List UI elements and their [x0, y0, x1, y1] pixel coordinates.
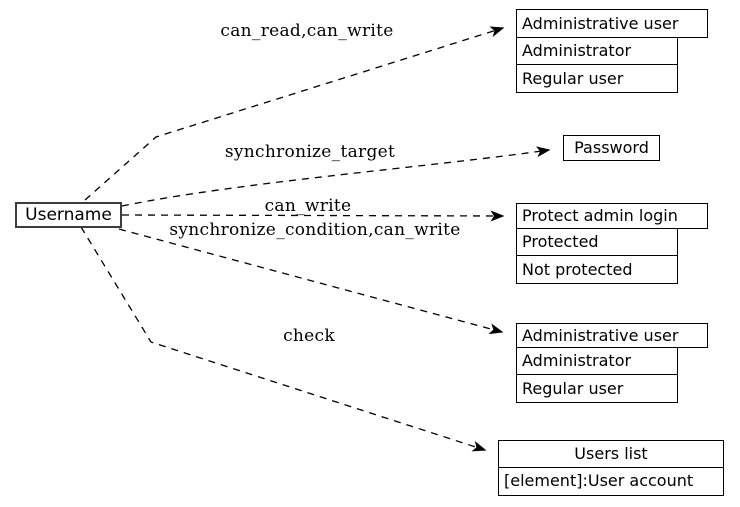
node-administrative-user-top: Administrative user Administrator Regula…	[516, 9, 708, 93]
node-row: Administrator	[516, 346, 678, 376]
node-title: Password	[563, 135, 660, 161]
edge-synchronize-target	[121, 146, 551, 207]
node-password: Password	[563, 135, 660, 161]
node-row: Not protected	[516, 255, 678, 284]
node-username: Username	[15, 202, 122, 228]
node-title: Administrative user	[516, 323, 708, 348]
edge-label-synchronize-condition-can-write: synchronize_condition,can_write	[169, 220, 461, 240]
edge-label-synchronize-target: synchronize_target	[224, 142, 396, 162]
edge-can-write	[121, 210, 505, 222]
edge-label-can-read-can-write: can_read,can_write	[220, 21, 394, 41]
node-username-label: Username	[25, 205, 112, 225]
node-users-list: Users list [element]:User account	[498, 440, 724, 496]
edge-synchronize-condition-can-write	[118, 228, 504, 335]
node-protect-admin-login: Protect admin login Protected Not protec…	[516, 203, 708, 284]
edge-can-read-can-write	[84, 26, 505, 201]
node-row: Regular user	[516, 374, 678, 403]
node-row: Regular user	[516, 64, 678, 93]
node-administrative-user-bottom: Administrative user Administrator Regula…	[516, 323, 708, 403]
node-row: [element]:User account	[498, 466, 724, 496]
edge-label-can-write: can_write	[264, 196, 352, 216]
node-row: Protected	[516, 227, 678, 257]
edge-label-check: check	[283, 326, 335, 346]
node-title: Users list	[498, 440, 724, 468]
node-title: Administrative user	[516, 9, 708, 38]
node-row: Administrator	[516, 36, 678, 66]
node-title: Protect admin login	[516, 203, 708, 229]
edge-check	[80, 226, 487, 452]
